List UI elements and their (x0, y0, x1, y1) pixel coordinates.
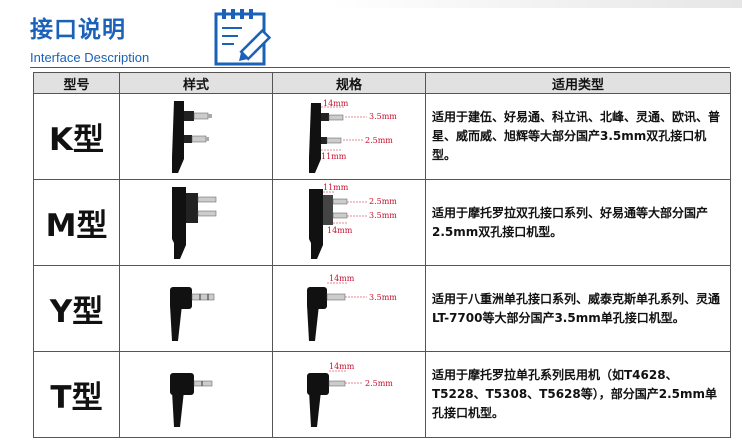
table-header-row: 型号 样式 规格 适用类型 (33, 72, 731, 94)
interface-table: 型号 样式 规格 适用类型 K型 (33, 72, 731, 438)
k-dim-label: 14mm (323, 99, 349, 108)
model-m-label: M型 (33, 179, 120, 266)
model-y-label: Y型 (33, 265, 120, 352)
k-spec-diagram: 14mm 3.5mm 2.5mm 11mm (309, 99, 397, 173)
col-header-usage: 适用类型 (425, 72, 731, 94)
t-dim-label: 14mm (329, 362, 355, 371)
m-description: 适用于摩托罗拉双孔接口系列、好易通等大部分国产2.5mm双孔接口机型。 (425, 179, 731, 266)
m-dim-label: 2.5mm (369, 197, 397, 206)
model-t-label: T型 (33, 351, 120, 438)
y-spec-diagram: 14mm 3.5mm (307, 274, 397, 341)
table-row: Y型 14mm 3.5mm (33, 265, 731, 352)
t-dim-label: 2.5mm (365, 379, 393, 388)
y-dim-label: 14mm (329, 274, 355, 283)
table-row: T型 14mm 2.5mm (33, 351, 731, 438)
header-divider (30, 67, 730, 68)
col-header-style: 样式 (119, 72, 273, 94)
m-dim-label: 11mm (323, 183, 349, 192)
table-row: M型 11mm (33, 179, 731, 266)
page-header: 接口说明 Interface Description (0, 0, 742, 70)
t-description: 适用于摩托罗拉单孔系列民用机（如T4628、T5228、T5308、T5628等… (425, 351, 731, 438)
y-description: 适用于八重洲单孔接口系列、威泰克斯单孔系列、灵通LT-7700等大部分国产3.5… (425, 265, 731, 352)
k-dim-label: 2.5mm (365, 136, 393, 145)
y-plug-image (170, 286, 215, 341)
m-dim-label: 3.5mm (369, 211, 397, 220)
col-header-spec: 规格 (272, 72, 426, 94)
t-plug-image (170, 372, 213, 427)
y-dim-label: 3.5mm (369, 293, 397, 302)
notepad-pencil-icon (214, 9, 272, 66)
m-spec-diagram: 11mm 2.5mm 3.5mm 14mm (309, 183, 397, 259)
k-plug-image (172, 100, 212, 173)
top-fade-bar (330, 0, 742, 8)
m-plug-image (172, 186, 217, 259)
col-header-model: 型号 (33, 72, 120, 94)
model-k-label: K型 (33, 93, 120, 180)
page-title: 接口说明 (30, 17, 126, 43)
k-dim-label: 11mm (321, 152, 347, 161)
page-subtitle: Interface Description (30, 50, 150, 65)
table-row: K型 (33, 93, 731, 180)
t-spec-diagram: 14mm 2.5mm (307, 362, 393, 427)
k-description: 适用于建伍、好易通、科立讯、北峰、灵通、欧讯、普星、威而威、旭辉等大部分国产3.… (425, 93, 731, 180)
m-dim-label: 14mm (327, 226, 353, 235)
k-dim-label: 3.5mm (369, 112, 397, 121)
